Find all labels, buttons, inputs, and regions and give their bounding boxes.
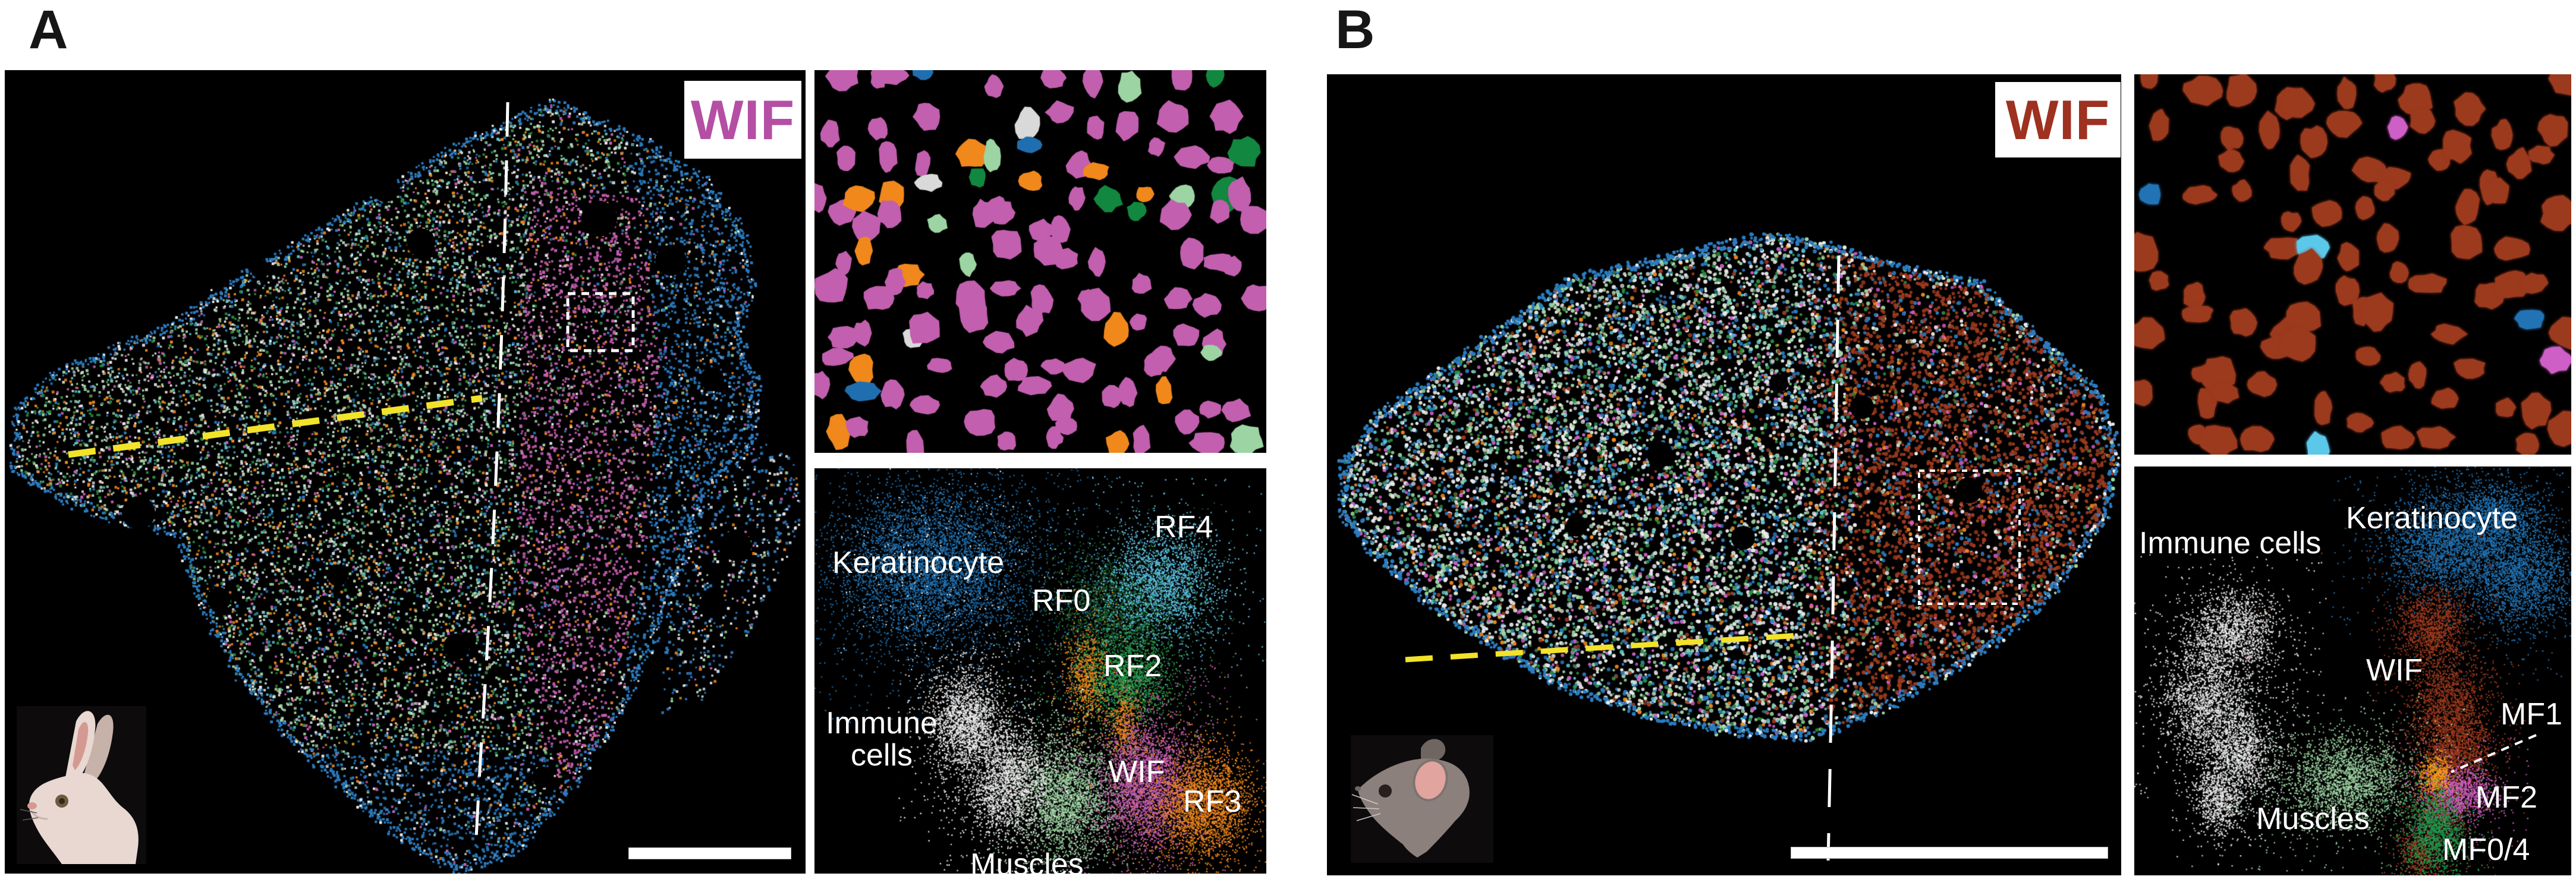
- umap-a-label-rf0: RF0: [1032, 584, 1091, 618]
- umap-a-label-wif: WIF: [1108, 755, 1165, 789]
- umap-b-label-muscles: Muscles: [2256, 802, 2370, 836]
- umap-b-canvas: [2134, 467, 2571, 875]
- umap-a-label-rf4: RF4: [1155, 510, 1213, 544]
- umap-a-label-rf3: RF3: [1183, 784, 1242, 819]
- umap-b-label-keratinocyte: Keratinocyte: [2346, 501, 2518, 535]
- panel-b-label: B: [1335, 0, 1375, 60]
- wif-badge-a-text: WIF: [690, 88, 795, 151]
- umap-a-label-immune-line2: cells: [850, 738, 913, 773]
- umap-b-label-immune-cells: Immune cells: [2139, 526, 2322, 560]
- rabbit-icon: [17, 706, 146, 864]
- umap-a-label-rf2: RF2: [1103, 649, 1162, 683]
- panel-a-segmentation-view: [814, 70, 1266, 453]
- umap-a-label-immune-line1: Immune: [826, 706, 938, 740]
- umap-b-label-mf04: MF0/4: [2442, 833, 2530, 867]
- mouse-icon: [1351, 735, 1493, 863]
- panel-b-tissue-map: WIF: [1327, 74, 2121, 875]
- umap-a-label-muscles: Muscles: [970, 847, 1084, 882]
- scale-bar-b: [1791, 847, 2108, 858]
- umap-a-label-keratinocyte: Keratinocyte: [832, 546, 1005, 580]
- segmentation-a-canvas: [814, 70, 1266, 453]
- wif-badge-b: WIF: [1995, 82, 2121, 157]
- umap-b-label-mf1: MF1: [2500, 697, 2562, 732]
- panel-a-label: A: [29, 0, 68, 60]
- umap-b-label-wif: WIF: [2366, 653, 2423, 688]
- mouse-head-icon: [1351, 739, 1470, 858]
- scale-bar-a: [629, 848, 791, 859]
- wif-badge-b-text: WIF: [2005, 88, 2111, 151]
- wif-badge-a: WIF: [684, 81, 801, 159]
- panel-b-segmentation-view: [2134, 74, 2571, 455]
- panel-b-umap: Immune cells Keratinocyte WIF MF1 MF2 Mu…: [2134, 467, 2571, 875]
- segmentation-b-canvas: [2134, 74, 2571, 455]
- umap-b-label-mf2: MF2: [2476, 780, 2537, 815]
- umap-a-canvas: [814, 468, 1266, 874]
- rabbit-head-icon: [20, 711, 139, 864]
- panel-a-tissue-map: WIF: [5, 70, 806, 874]
